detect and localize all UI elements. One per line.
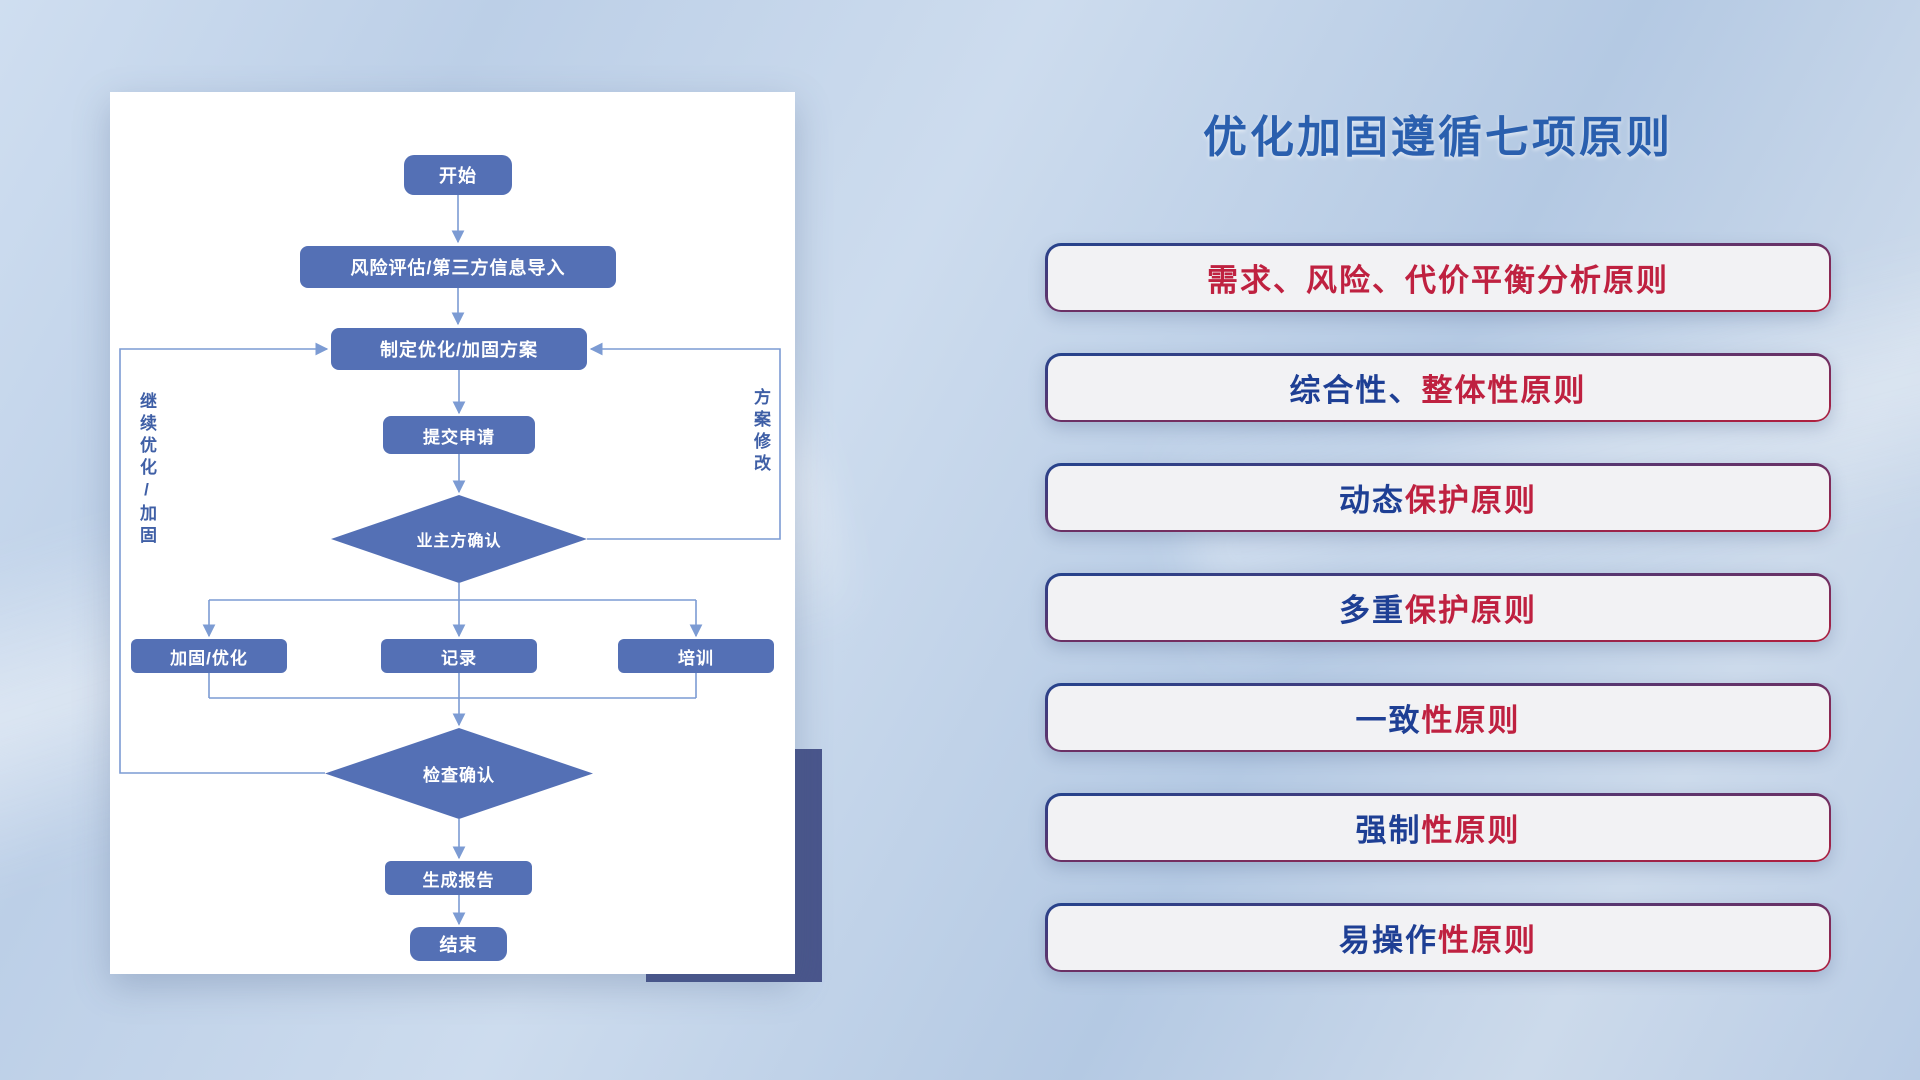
- connector-line-continue-loop: [119, 342, 329, 774]
- principle-box: 多重保护原则: [1045, 573, 1831, 642]
- flowchart-card: 开始 风险评估/第三方信息导入 制定优化/加固方案 提交申请 业主方确认 加固/…: [110, 92, 795, 974]
- principle-text-navy: 易操作: [1339, 923, 1438, 958]
- principle-box: 动态保护原则: [1045, 463, 1831, 532]
- diamond-label: 检查确认: [423, 766, 495, 785]
- principle-text-red: 保护原则: [1405, 593, 1537, 628]
- principle-box: 易操作性原则: [1045, 903, 1831, 972]
- principle-text-navy: 一致: [1355, 703, 1422, 738]
- principle-box: 需求、风险、代价平衡分析原则: [1045, 243, 1831, 312]
- principle-box-inner: 动态保护原则: [1047, 465, 1829, 530]
- principle-box-inner: 需求、风险、代价平衡分析原则: [1047, 245, 1829, 310]
- flowchart-node-submit: 提交申请: [383, 416, 535, 454]
- flowchart-node-training: 培训: [618, 639, 774, 673]
- principle-text-navy: 动态: [1339, 483, 1405, 518]
- panel-title: 优化加固遵循七项原则: [1203, 113, 1673, 162]
- principle-box: 强制性原则: [1045, 793, 1831, 862]
- loop-label-plan-revise: 方案修改: [751, 388, 770, 476]
- principle-text-navy: 多重: [1339, 593, 1405, 628]
- flowchart-connectors: [119, 195, 781, 926]
- loop-label-continue-optimize: 继续优化/加固: [137, 392, 156, 548]
- principle-text-red: 整体性原则: [1421, 373, 1587, 408]
- principle-box: 一致性原则: [1045, 683, 1831, 752]
- connector-line-revise-loop: [587, 342, 781, 540]
- flowchart-node-end: 结束: [410, 927, 507, 961]
- principle-box-inner: 综合性、整体性原则: [1047, 355, 1829, 420]
- flowchart-node-report: 生成报告: [385, 861, 532, 895]
- flowchart-node-reinforce: 加固/优化: [131, 639, 287, 673]
- principle-text-red: 需求、风险、代价平衡分析原则: [1207, 263, 1669, 298]
- principle-text-navy: 强制: [1355, 813, 1422, 848]
- principle-box-inner: 易操作性原则: [1047, 905, 1829, 970]
- flowchart-node-record: 记录: [381, 639, 537, 673]
- principle-text-navy: 综合性、: [1289, 373, 1422, 408]
- principles-list: 需求、风险、代价平衡分析原则 综合性、整体性原则 动态保护原则 多重保护原则: [1045, 243, 1831, 972]
- principles-panel: 优化加固遵循七项原则 需求、风险、代价平衡分析原则 综合性、整体性原则 动态保护…: [1045, 112, 1831, 972]
- principle-text-red: 性原则: [1438, 923, 1537, 958]
- principle-box-inner: 强制性原则: [1047, 795, 1829, 860]
- principle-text-red: 性原则: [1421, 813, 1521, 848]
- diamond-label: 业主方确认: [416, 533, 502, 550]
- principle-text-red: 保护原则: [1405, 483, 1537, 518]
- principle-text-red: 性原则: [1421, 703, 1521, 738]
- principle-box-inner: 一致性原则: [1047, 685, 1829, 750]
- flowchart-node-risk-import: 风险评估/第三方信息导入: [300, 246, 616, 288]
- flowchart-node-make-plan: 制定优化/加固方案: [331, 328, 587, 370]
- principle-box: 综合性、整体性原则: [1045, 353, 1831, 422]
- flowchart-node-start: 开始: [404, 155, 512, 195]
- principle-box-inner: 多重保护原则: [1047, 575, 1829, 640]
